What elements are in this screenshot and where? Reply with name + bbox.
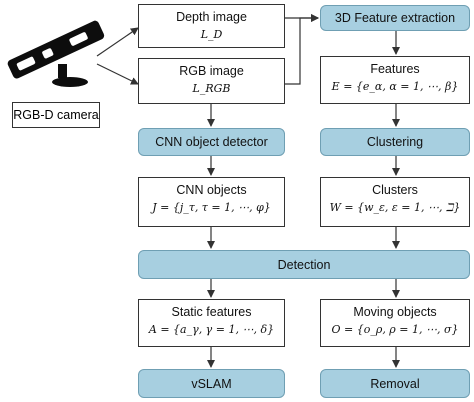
static-features-title: Static features [171, 305, 252, 319]
moving-objects-box: Moving objects O = {o_ρ, ρ = 1, ⋯, σ} [320, 299, 470, 347]
arrow-camera-depth [96, 27, 139, 57]
depth-image-box: Depth image L_D [138, 4, 285, 48]
clusters-formula: W = {w_ε, ε = 1, ⋯, ℶ} [329, 201, 461, 214]
cnn-objects-formula: J = {j_τ, τ = 1, ⋯, φ} [152, 201, 271, 214]
rgb-image-box: RGB image L_RGB [138, 58, 285, 104]
features-title: Features [370, 62, 420, 76]
moving-objects-formula: O = {o_ρ, ρ = 1, ⋯, σ} [331, 323, 459, 336]
depth-image-formula: L_D [200, 28, 223, 41]
features-formula: E = {e_α, α = 1, ⋯, β} [331, 80, 459, 93]
vslam-step: vSLAM [138, 369, 285, 398]
clusters-title: Clusters [372, 183, 418, 197]
removal-step: Removal [320, 369, 470, 398]
feature-extraction-step: 3D Feature extraction [320, 5, 470, 31]
moving-objects-title: Moving objects [353, 305, 437, 319]
rgb-image-formula: L_RGB [192, 82, 231, 95]
detection-step: Detection [138, 250, 470, 279]
camera-label: RGB-D camera [12, 102, 100, 128]
static-features-formula: A = {a_γ, γ = 1, ⋯, δ} [148, 323, 275, 336]
rgb-image-title: RGB image [179, 64, 244, 78]
cnn-detector-step: CNN object detector [138, 128, 285, 156]
clusters-box: Clusters W = {w_ε, ε = 1, ⋯, ℶ} [320, 177, 470, 227]
features-box: Features E = {e_α, α = 1, ⋯, β} [320, 56, 470, 104]
cnn-objects-title: CNN objects [176, 183, 247, 197]
rgbd-camera-icon [7, 20, 105, 87]
arrow-rgb-features [285, 14, 319, 85]
arrow-camera-rgb [96, 63, 139, 85]
depth-image-title: Depth image [176, 10, 247, 24]
cnn-objects-box: CNN objects J = {j_τ, τ = 1, ⋯, φ} [138, 177, 285, 227]
static-features-box: Static features A = {a_γ, γ = 1, ⋯, δ} [138, 299, 285, 347]
clustering-step: Clustering [320, 128, 470, 156]
